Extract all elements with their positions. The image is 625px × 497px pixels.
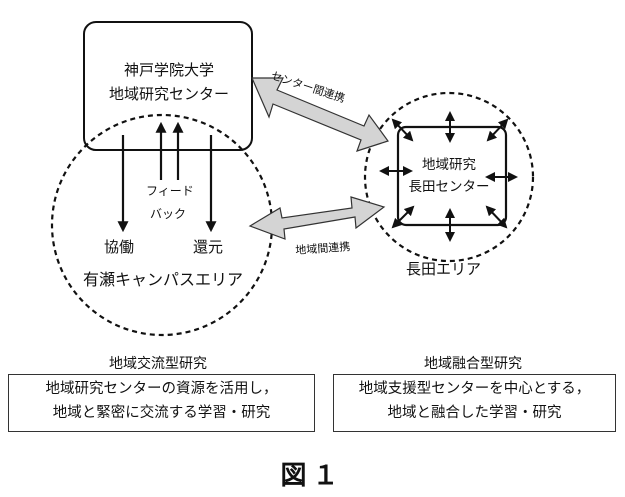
radial-arrow-bottom-left [391,205,415,229]
feedback-label-line1: フィード [146,184,194,198]
radial-arrow-top-right [486,118,509,142]
nagata-radial-arrows [379,111,518,242]
arisu-area-label: 有瀬キャンパスエリア [83,270,244,289]
left-caption-line1: 地域研究センターの資源を活用し， [45,381,278,397]
radial-arrow-top-left [391,118,414,142]
nagata-area-circle [363,91,535,263]
nagata-center-label: 地域研究 長田センター [395,154,503,198]
kobe-center-line1: 神戸学院大学 [123,61,214,79]
nagata-area-label: 長田エリア [406,260,482,278]
nagata-center-line2: 長田センター [408,179,490,195]
left-caption-title: 地域交流型研究 [109,356,207,372]
radial-arrow-bottom-right [485,205,508,229]
figure-label: 図１ [280,461,345,491]
left-caption-line2: 地域と緊密に交流する学習・研究 [52,405,271,421]
kobe-center-label: 神戸学院大学 地域研究センター [84,58,254,106]
kangen-label: 還元 [193,238,224,256]
left-caption-box: 地域研究センターの資源を活用し， 地域と緊密に交流する学習・研究 [8,374,315,432]
right-caption-line1: 地域支援型センターを中心とする， [358,381,591,397]
kyodo-label: 協働 [104,238,135,256]
kobe-center-line2: 地域研究センター [108,85,229,103]
region-link-arrow [248,196,386,240]
center-link-arrow [251,77,389,152]
kobe-center-box [83,21,253,151]
feedback-label-line2: バック [150,207,187,221]
nagata-center-line1: 地域研究 [422,157,476,173]
right-caption-line2: 地域と融合した学習・研究 [387,405,562,421]
right-caption-title: 地域融合型研究 [424,356,522,372]
right-caption-box: 地域支援型センターを中心とする， 地域と融合した学習・研究 [333,374,616,432]
